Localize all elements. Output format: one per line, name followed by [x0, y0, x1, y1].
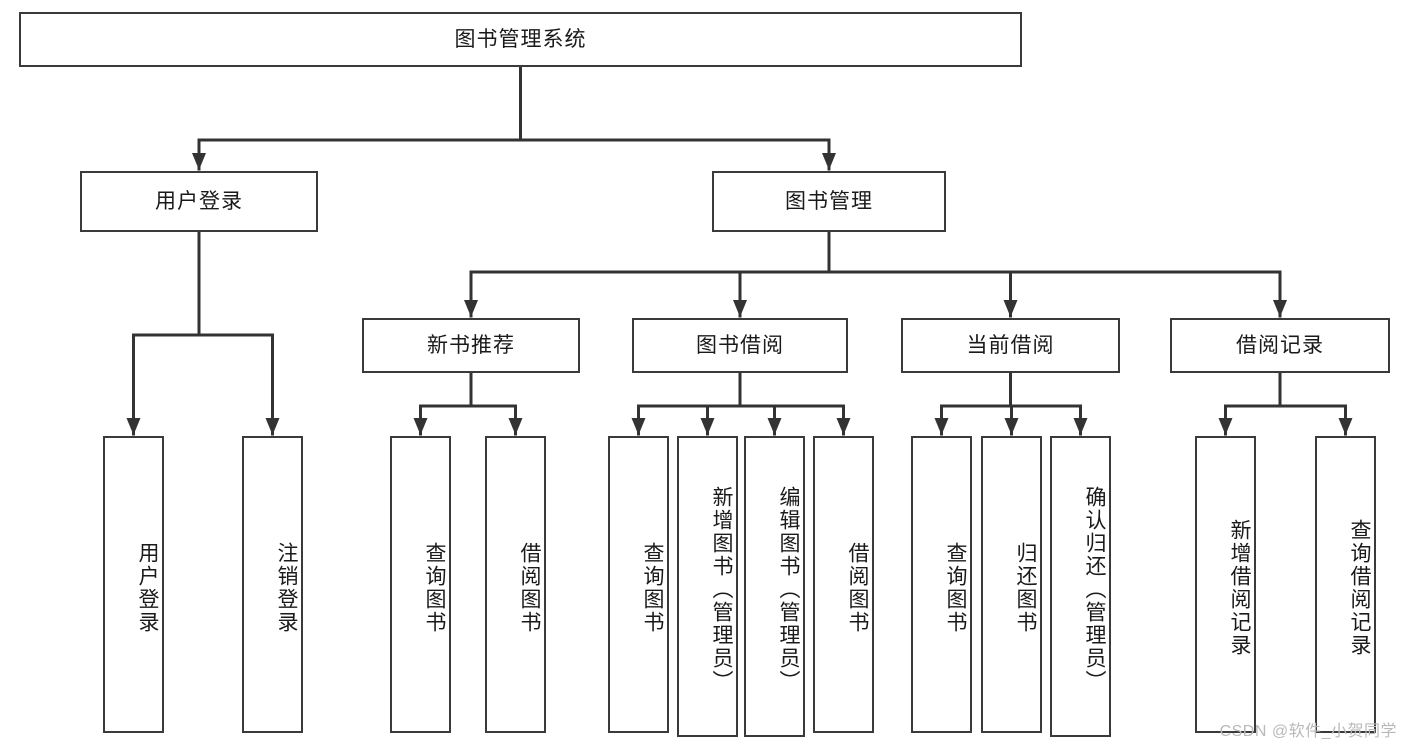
connector-arrowhead — [1073, 418, 1088, 435]
node-l_bb1[interactable]: 借阅图书 — [485, 436, 546, 733]
node-bookmgmt[interactable]: 图书管理 — [712, 171, 946, 232]
node-l_qb1[interactable]: 查询图书 — [390, 436, 451, 733]
node-label: 借阅记录 — [1236, 333, 1324, 357]
connector-arrowhead — [767, 418, 782, 435]
node-l_editbook[interactable]: 编辑图书（管理员） — [744, 436, 805, 737]
node-label: 编辑图书（管理员） — [777, 486, 800, 693]
node-label: 借阅图书 — [518, 541, 541, 634]
node-label: 查询图书 — [423, 541, 446, 634]
node-label: 图书管理系统 — [454, 27, 587, 51]
node-l_addbook[interactable]: 新增图书（管理员） — [677, 436, 738, 737]
connector-arrowhead — [934, 418, 949, 435]
node-l_confirm[interactable]: 确认归还（管理员） — [1050, 436, 1111, 737]
connector-arrowhead — [836, 418, 851, 435]
connector-arrowhead — [192, 153, 206, 170]
node-l_addrec[interactable]: 新增借阅记录 — [1195, 436, 1256, 733]
node-l_return[interactable]: 归还图书 — [981, 436, 1042, 733]
node-l_bb2[interactable]: 借阅图书 — [813, 436, 874, 733]
node-label: 查询借阅记录 — [1348, 518, 1371, 657]
node-label: 新增图书（管理员） — [710, 486, 733, 693]
node-label: 新书推荐 — [427, 333, 515, 357]
connector-arrowhead — [700, 418, 715, 435]
node-label: 注销登录 — [275, 541, 298, 634]
connector-arrowhead — [413, 418, 428, 435]
node-borrow[interactable]: 图书借阅 — [632, 318, 848, 373]
connector-arrowhead — [1338, 418, 1353, 435]
node-label: 用户登录 — [155, 189, 243, 213]
connector-arrowhead — [265, 418, 280, 435]
node-label: 归还图书 — [1014, 541, 1037, 634]
node-label: 查询图书 — [641, 541, 664, 634]
node-l_qb2[interactable]: 查询图书 — [608, 436, 669, 733]
connector-arrowhead — [1003, 300, 1018, 317]
node-l_login[interactable]: 用户登录 — [103, 436, 164, 733]
node-label: 当前借阅 — [966, 333, 1055, 357]
connector-arrowhead — [822, 153, 836, 170]
node-label: 图书借阅 — [696, 333, 784, 357]
node-label: 确认归还（管理员） — [1083, 486, 1106, 693]
connector-arrowhead — [1218, 418, 1233, 435]
node-root[interactable]: 图书管理系统 — [19, 12, 1022, 67]
node-label: 新增借阅记录 — [1228, 518, 1251, 657]
node-l_qrec[interactable]: 查询借阅记录 — [1315, 436, 1376, 733]
node-l_qb3[interactable]: 查询图书 — [911, 436, 972, 733]
node-l_logout[interactable]: 注销登录 — [242, 436, 303, 733]
node-label: 图书管理 — [785, 189, 873, 213]
node-records[interactable]: 借阅记录 — [1170, 318, 1390, 373]
node-newbook[interactable]: 新书推荐 — [362, 318, 580, 373]
connector-arrowhead — [631, 418, 646, 435]
connector-arrowhead — [464, 300, 478, 317]
connector-arrowhead — [733, 300, 747, 317]
connector-arrowhead — [508, 418, 523, 435]
node-label: 查询图书 — [944, 541, 967, 634]
watermark-label: CSDN @软件_小贺同学 — [1219, 723, 1397, 740]
node-current[interactable]: 当前借阅 — [901, 318, 1120, 373]
node-label: 用户登录 — [136, 541, 159, 634]
node-label: 借阅图书 — [846, 541, 869, 634]
connector-arrowhead — [1004, 418, 1019, 435]
node-login[interactable]: 用户登录 — [80, 171, 318, 232]
connector-arrowhead — [126, 418, 141, 435]
connector-arrowhead — [1273, 300, 1287, 317]
